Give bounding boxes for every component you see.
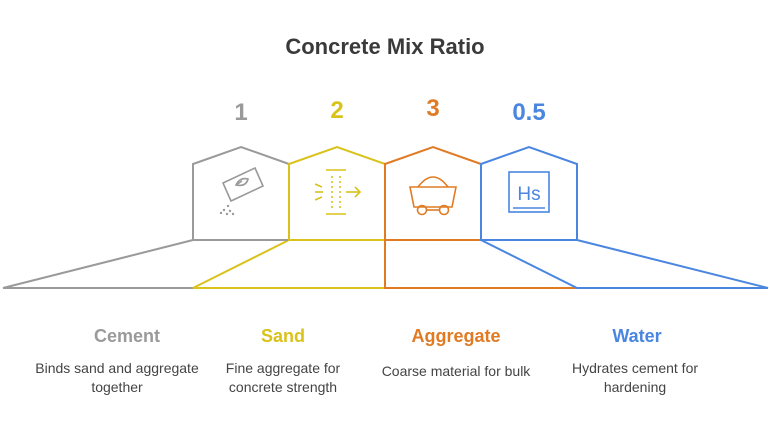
hydrogen-symbol: Hs [517, 184, 540, 205]
water-base [480, 239, 769, 289]
diagram-title: Concrete Mix Ratio [285, 34, 485, 59]
cement-base [2, 239, 194, 289]
water-label: Water [612, 326, 662, 346]
sand-label: Sand [260, 326, 305, 346]
sand-house [288, 145, 386, 241]
sand-flow-icon [314, 169, 362, 215]
hydrogen-element-icon: Hs [508, 171, 550, 213]
aggregate-label: Aggregate [411, 326, 501, 346]
cement-bag-icon [219, 166, 265, 216]
water-house [480, 145, 578, 241]
cement-description: Binds sand and aggregate together [35, 360, 199, 395]
water-ratio: 0.5 [512, 99, 546, 126]
sand-base [192, 239, 385, 289]
cement-label: Cement [93, 326, 160, 346]
water-description: Hydrates cement for hardening [571, 360, 699, 395]
aggregate-house [384, 145, 482, 241]
aggregate-description: Coarse material for bulk [381, 363, 531, 379]
cement-house [192, 145, 290, 241]
aggregate-base [384, 240, 577, 289]
sand-ratio: 2 [330, 97, 344, 124]
mine-cart-icon [409, 176, 457, 216]
aggregate-ratio: 3 [426, 95, 440, 122]
cement-ratio: 1 [234, 99, 248, 126]
sand-description: Fine aggregate for concrete strength [225, 360, 341, 395]
